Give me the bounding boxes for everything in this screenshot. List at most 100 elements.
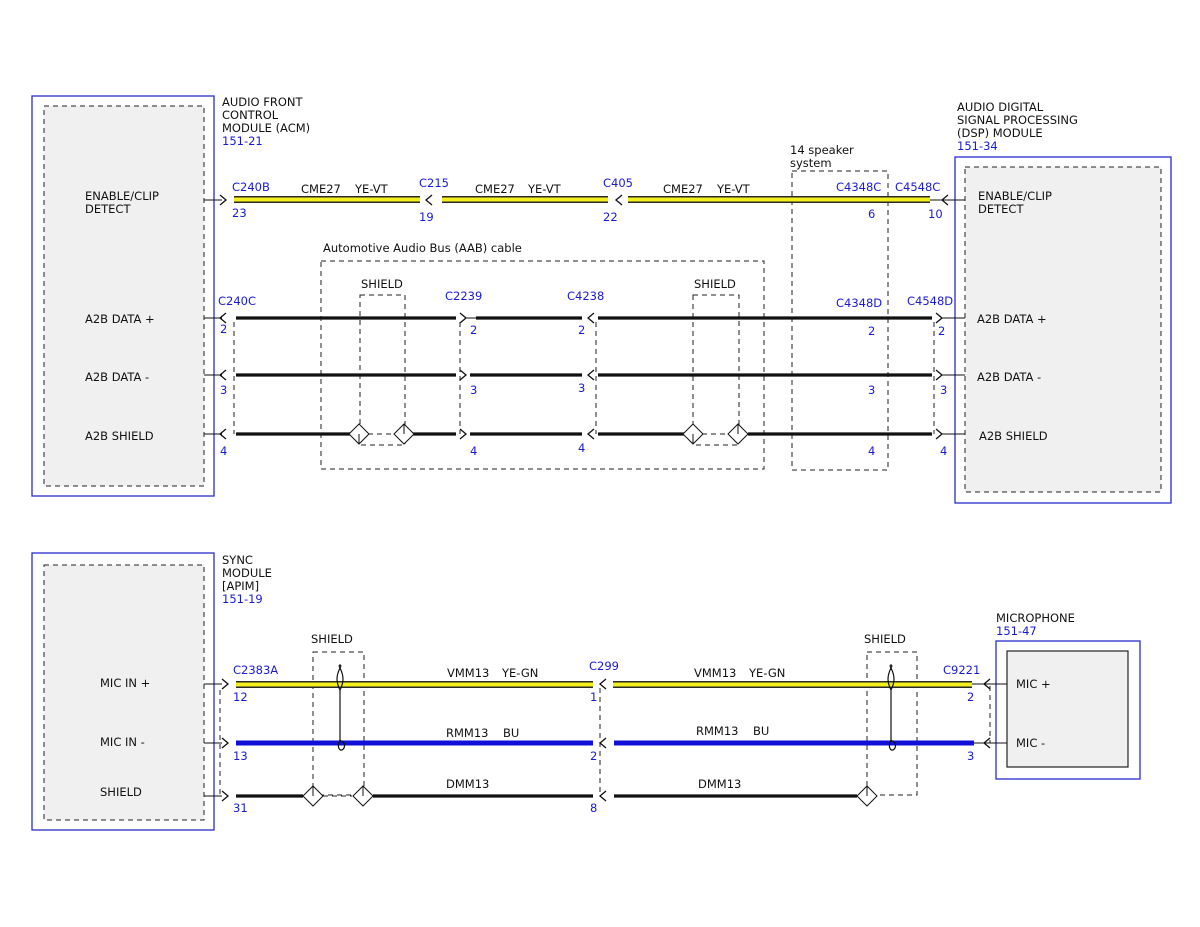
dsp-a2b-neg-label: A2B DATA -	[977, 370, 1041, 384]
acm-ref: 151-21	[222, 134, 263, 148]
pin-4-c2239: 4	[470, 444, 477, 458]
dsp-title-line1: AUDIO DIGITAL	[957, 100, 1044, 114]
acm-title-line2: CONTROL	[222, 108, 279, 122]
mic-shield-box-right	[866, 651, 918, 796]
acm-enable-label-1: ENABLE/CLIP	[85, 189, 159, 203]
sync-shield-label: SHIELD	[100, 785, 142, 799]
conn-c299: C299	[589, 659, 619, 673]
pin-2-dsp: 2	[938, 324, 945, 338]
acm-title-line1: AUDIO FRONT	[222, 95, 303, 109]
conn-c240c: C240C	[218, 294, 256, 308]
aab-cable-box	[320, 260, 765, 470]
pin-2-acm: 2	[220, 322, 227, 336]
mic-ref: 151-47	[996, 624, 1037, 638]
dsp-enable-label-2: DETECT	[978, 202, 1024, 216]
acm-a2b-shield-label: A2B SHIELD	[85, 429, 154, 443]
pin-2-mic: 2	[967, 690, 974, 704]
conn-c2239: C2239	[445, 289, 482, 303]
pin-4-dsp: 4	[940, 444, 947, 458]
pin-3-dsp: 3	[940, 383, 947, 397]
dsp-ref: 151-34	[957, 139, 998, 153]
twisted-pair-marker-right	[887, 664, 897, 751]
aab-cable-label: Automotive Audio Bus (AAB) cable	[323, 241, 522, 255]
color-ye-gn-2: YE-GN	[748, 666, 785, 680]
dsp-a2b-pos-label: A2B DATA +	[977, 312, 1047, 326]
pin-4-c4238: 4	[578, 441, 585, 455]
dsp-title-line2: SIGNAL PROCESSING	[957, 113, 1078, 127]
mic-shield-box-left	[312, 651, 365, 796]
conn-c4348d: C4348D	[836, 296, 882, 310]
dsp-a2b-shield-label: A2B SHIELD	[979, 429, 1048, 443]
twisted-pair-marker-left	[336, 664, 346, 751]
a2b-data-pos-circuit	[204, 312, 965, 324]
pin-3-c4348d: 3	[868, 383, 875, 397]
sync-module	[31, 552, 215, 831]
pin-3-acm: 3	[220, 383, 227, 397]
acm-a2b-pos-label: A2B DATA +	[85, 312, 155, 326]
circuit-vmm13-1: VMM13	[447, 666, 489, 680]
sync-title-line2: MODULE	[222, 566, 272, 580]
pin-13: 13	[233, 749, 248, 763]
pin-3-c2239: 3	[470, 383, 477, 397]
dsp-module	[954, 156, 1172, 504]
speaker-system-label-1: 14 speaker	[790, 143, 854, 157]
mic-shield-circuit	[204, 785, 878, 807]
circuit-rmm13-2: RMM13	[696, 724, 738, 738]
conn-c4548c: C4548C	[895, 180, 940, 194]
pin-3-c4238: 3	[578, 381, 585, 395]
mic-in-neg-circuit	[204, 737, 1007, 749]
pin-2-c4238: 2	[578, 323, 585, 337]
a2b-data-neg-circuit	[204, 369, 965, 381]
pin-10: 10	[928, 207, 943, 221]
pin-4-acm: 4	[220, 444, 227, 458]
sync-ref: 151-19	[222, 592, 263, 606]
sync-mic-in-neg-label: MIC IN -	[100, 735, 145, 749]
mic-pos-label: MIC +	[1016, 677, 1051, 691]
pin-1: 1	[590, 690, 597, 704]
mic-shield-label-right: SHIELD	[864, 632, 906, 646]
pin-31: 31	[233, 801, 248, 815]
pin-22: 22	[603, 210, 618, 224]
aab-shield-box-right	[692, 294, 740, 446]
wire-cme27-seg2	[442, 196, 608, 203]
wire-vmm13-seg2	[613, 681, 972, 688]
mic-neg-label: MIC -	[1016, 736, 1045, 750]
enable-clip-circuit	[204, 194, 965, 206]
sync-mic-in-pos-label: MIC IN +	[100, 676, 150, 690]
conn-c240b: C240B	[232, 180, 270, 194]
speaker-system-label-2: system	[790, 156, 832, 170]
mic-in-pos-circuit	[204, 678, 1007, 690]
mic-shield-label-left: SHIELD	[311, 632, 353, 646]
conn-c215: C215	[419, 176, 449, 190]
conn-c405: C405	[603, 176, 633, 190]
pin-23: 23	[232, 206, 247, 220]
sync-title-line1: SYNC	[222, 553, 253, 567]
pin-2-c2239: 2	[470, 323, 477, 337]
pin-8: 8	[590, 801, 597, 815]
conn-c4348c: C4348C	[836, 180, 881, 194]
conn-c9221: C9221	[943, 663, 980, 677]
circuit-dmm13-1: DMM13	[446, 777, 489, 791]
circuit-cme27-3: CME27	[663, 182, 703, 196]
circuit-rmm13-1: RMM13	[446, 726, 488, 740]
color-ye-vt-3: YE-VT	[716, 182, 751, 196]
wire-cme27-seg3	[628, 196, 930, 203]
circuit-dmm13-2: DMM13	[698, 777, 741, 791]
pin-4-c4348d: 4	[868, 444, 875, 458]
conn-c4238: C4238	[567, 289, 604, 303]
acm-enable-label-2: DETECT	[85, 202, 131, 216]
microphone-module	[995, 640, 1141, 780]
a2b-shield-circuit	[204, 423, 965, 445]
dsp-enable-label-1: ENABLE/CLIP	[978, 189, 1052, 203]
color-ye-vt-2: YE-VT	[527, 182, 562, 196]
acm-a2b-neg-label: A2B DATA -	[85, 370, 149, 384]
color-bu-1: BU	[503, 726, 519, 740]
pin-2-c4348d: 2	[868, 324, 875, 338]
pin-19: 19	[419, 210, 434, 224]
color-ye-gn-1: YE-GN	[501, 666, 538, 680]
circuit-cme27-1: CME27	[301, 182, 341, 196]
wire-cme27-seg1	[234, 196, 420, 203]
acm-module	[31, 95, 215, 497]
sync-title-line3: [APIM]	[222, 579, 259, 593]
